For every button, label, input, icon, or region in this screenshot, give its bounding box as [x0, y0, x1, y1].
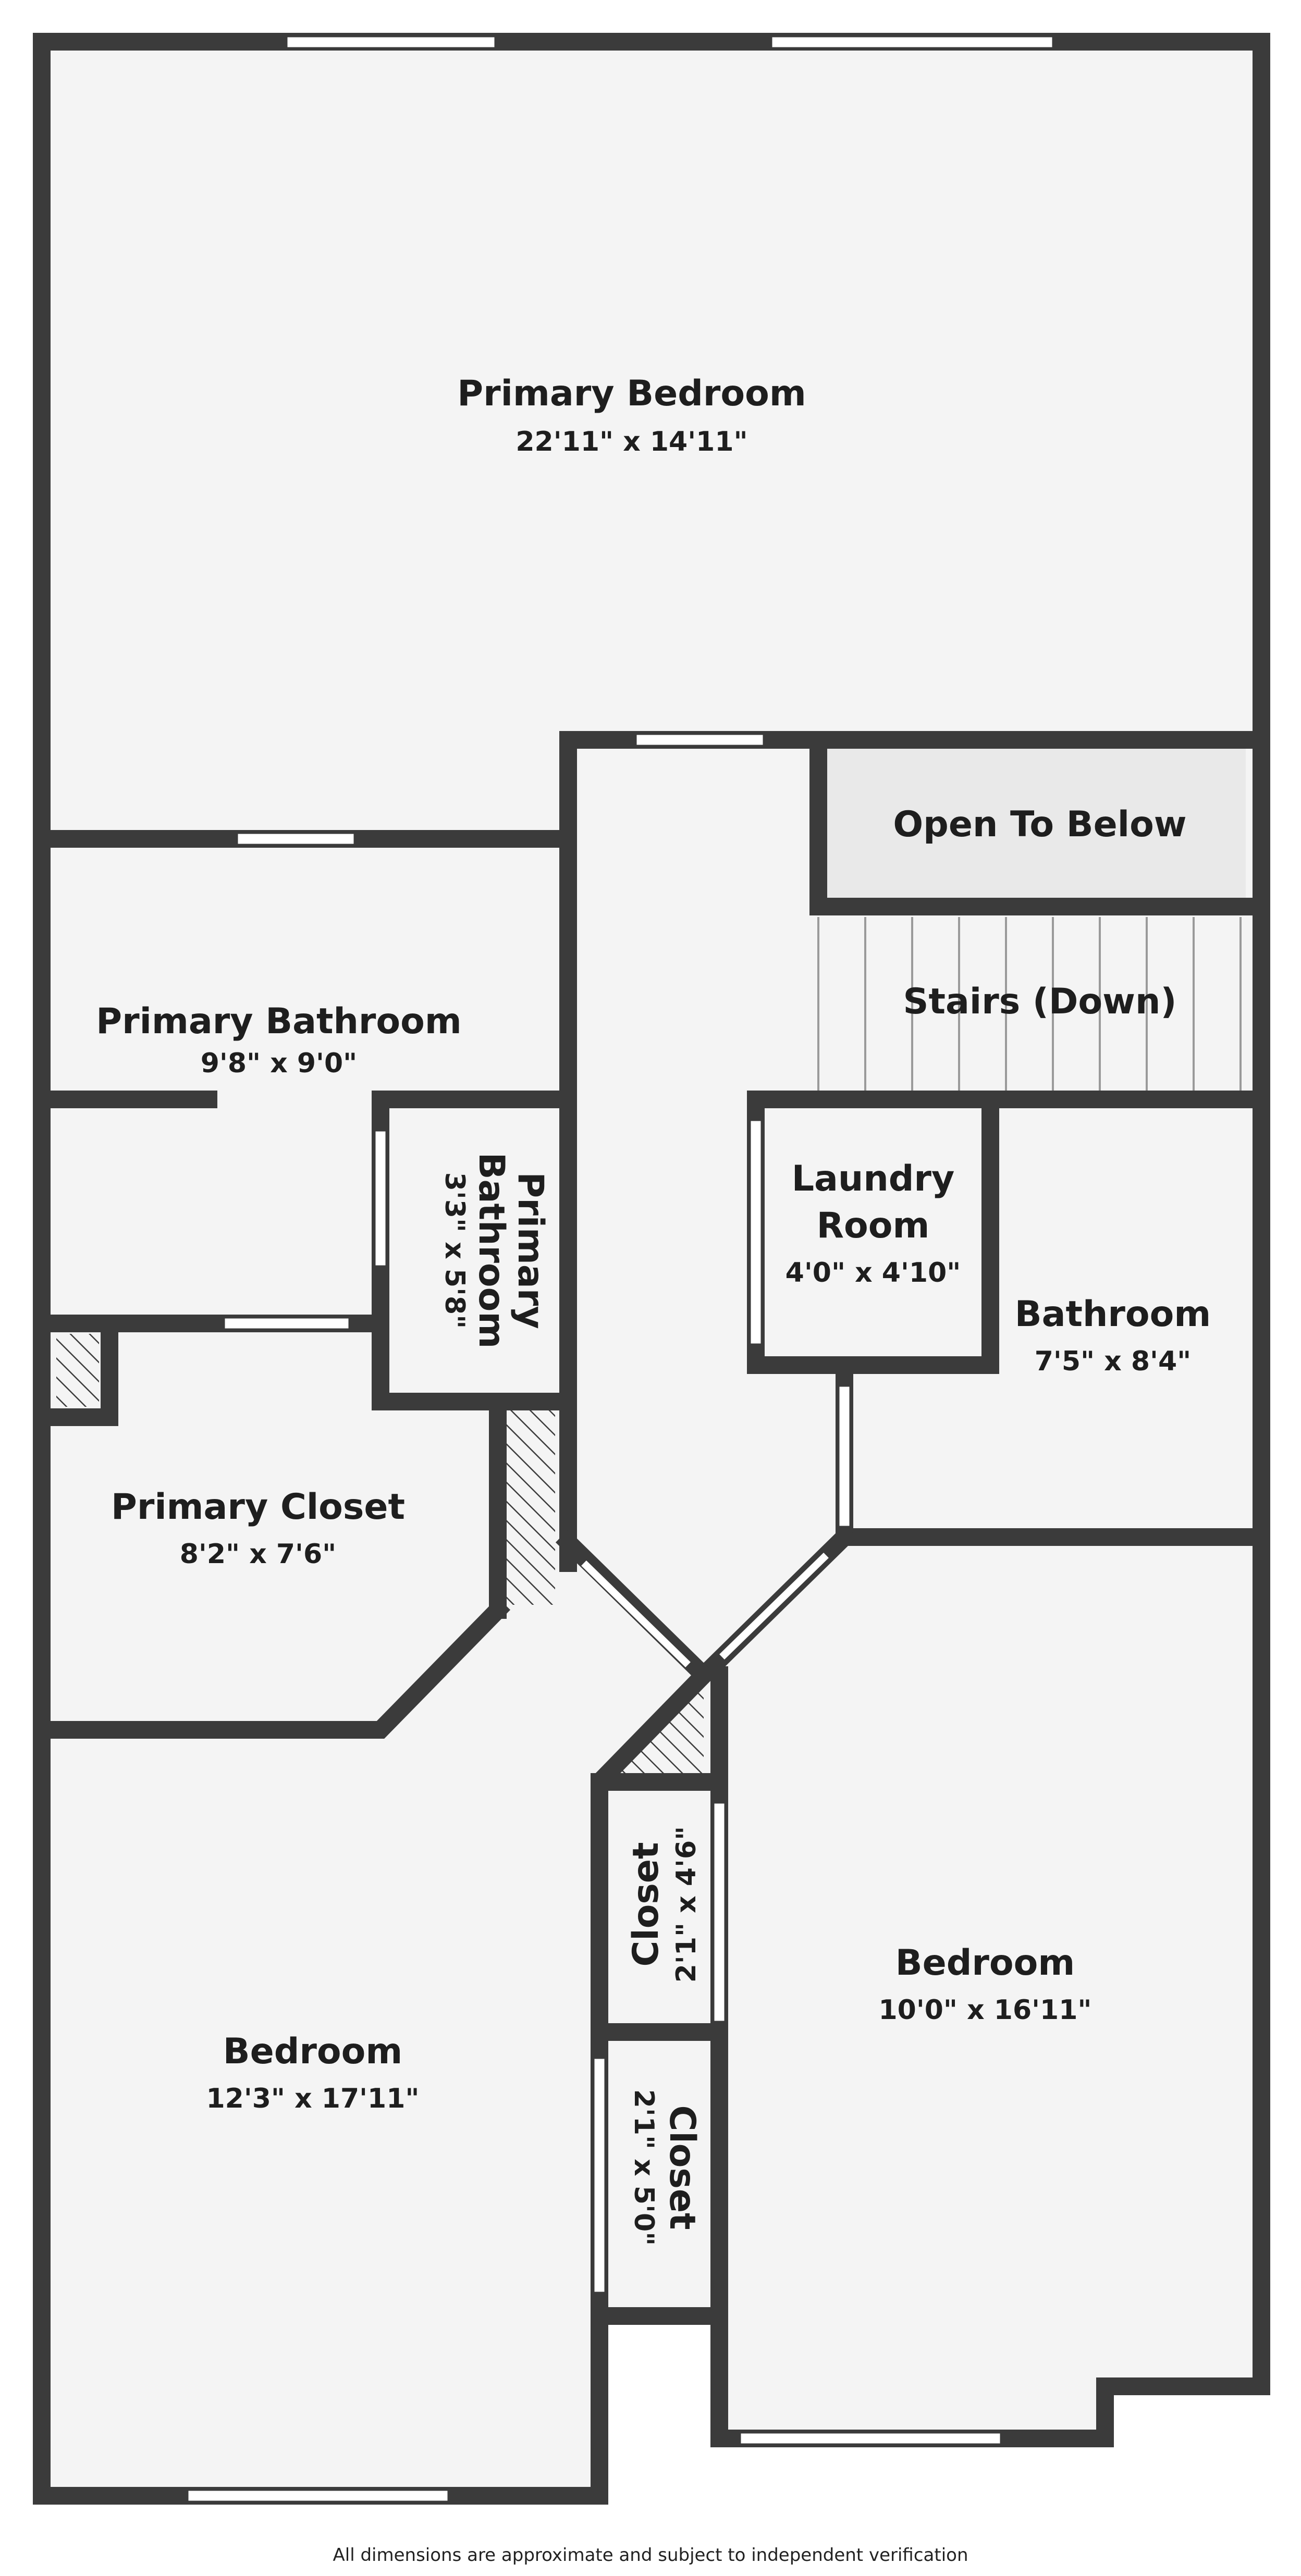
chase-hatch-left — [56, 1334, 99, 1407]
window-hall-top — [635, 733, 765, 747]
chase-hatch-center — [498, 1407, 555, 1605]
primary-bathroom-small-name-1: Primary — [510, 1172, 551, 1329]
laundry-room-dims: 4'0" x 4'10" — [785, 1257, 961, 1289]
closet-lower-dims: 2'1" x 5'0" — [628, 2089, 659, 2246]
bedroom-left-dims: 12'3" x 17'11" — [206, 2083, 419, 2114]
primary-bedroom-label: Primary Bedroom — [457, 373, 806, 414]
door-small-bath — [374, 1130, 387, 1267]
stairs-label: Stairs (Down) — [903, 981, 1177, 1022]
bedroom-right-label: Bedroom — [895, 1942, 1075, 1984]
door-bathroom — [838, 1385, 851, 1528]
footer-disclaimer: All dimensions are approximate and subje… — [333, 2545, 968, 2566]
closet-upper-label: Closet 2'1" x 4'6" — [625, 1826, 702, 1983]
door-hall-right — [719, 1552, 829, 1660]
window-bath-top — [236, 832, 355, 846]
door-hall-left — [581, 1560, 691, 1668]
closet-lower-name: Closet — [661, 2105, 703, 2230]
window-bottom-right — [739, 2432, 1002, 2445]
primary-bedroom-dims: 22'11" x 14'11" — [516, 426, 747, 457]
window-top-left — [286, 35, 496, 49]
open-to-below-label: Open To Below — [893, 804, 1186, 845]
door-closet-upper — [713, 1802, 726, 2023]
window-bottom-left — [187, 2489, 449, 2503]
windows — [187, 35, 1054, 2503]
closet-upper-name: Closet — [625, 1842, 667, 1966]
primary-bathroom-small-name-2: Bathroom — [471, 1153, 512, 1348]
primary-bathroom-small-dims: 3'3" x 5'8" — [439, 1172, 470, 1329]
stair-treads — [817, 917, 1242, 1092]
primary-closet-label: Primary Closet — [111, 1487, 405, 1528]
floor-area — [42, 42, 1261, 2496]
bathroom-label: Bathroom — [1015, 1294, 1211, 1335]
door-laundry — [749, 1119, 763, 1345]
laundry-room-label-1: Laundry — [792, 1158, 955, 1199]
open-to-below-area — [818, 742, 1246, 904]
primary-closet-dims: 8'2" x 7'6" — [180, 1539, 337, 1570]
walls — [33, 33, 1270, 2505]
bedroom-right-dims: 10'0" x 16'11" — [878, 1995, 1091, 2026]
window-top-right — [770, 35, 1054, 49]
door-bath-closet — [223, 1317, 350, 1330]
closet-upper-dims: 2'1" x 4'6" — [671, 1826, 702, 1983]
closet-lower-label: Closet 2'1" x 5'0" — [628, 2089, 703, 2246]
door-closet-lower — [593, 2057, 606, 2294]
primary-bathroom-dims: 9'8" x 9'0" — [201, 1048, 358, 1079]
bathroom-dims: 7'5" x 8'4" — [1035, 1346, 1192, 1377]
bedroom-left-label: Bedroom — [223, 2031, 402, 2072]
primary-bathroom-small-label: Primary Bathroom 3'3" x 5'8" — [439, 1153, 551, 1348]
primary-bathroom-label: Primary Bathroom — [96, 1001, 461, 1042]
laundry-room-label-2: Room — [817, 1205, 930, 1246]
